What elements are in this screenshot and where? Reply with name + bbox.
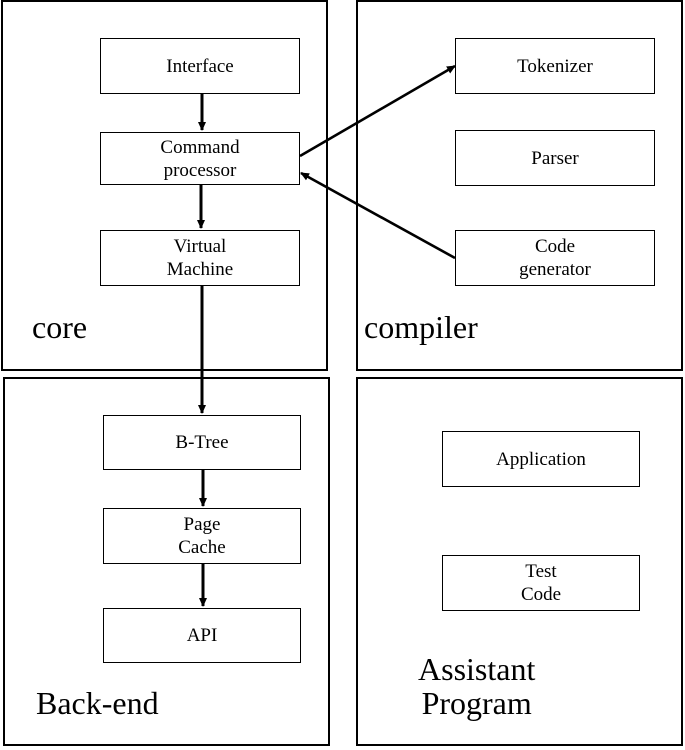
- arrow-codegen-to-command: [300, 171, 456, 260]
- parser-box: Parser: [455, 130, 655, 186]
- compiler-label: compiler: [364, 309, 478, 345]
- backend-label: Back-end: [36, 685, 159, 721]
- interface-box: Interface: [100, 38, 300, 94]
- application-box: Application: [442, 431, 640, 487]
- command-processor-box: Command processor: [100, 132, 300, 185]
- assistant-panel: [356, 377, 683, 746]
- tokenizer-box: Tokenizer: [455, 38, 655, 94]
- assistant-label: Assistant Program: [418, 651, 536, 721]
- virtual-machine-box: Virtual Machine: [100, 230, 300, 286]
- code-generator-box: Code generator: [455, 230, 655, 286]
- page-cache-box: Page Cache: [103, 508, 301, 564]
- api-box: API: [103, 608, 301, 663]
- arrow-command-to-tokenizer: [299, 64, 456, 158]
- core-panel: [1, 0, 328, 371]
- backend-panel: [3, 377, 330, 746]
- core-label: core: [32, 309, 88, 345]
- test-code-box: Test Code: [442, 555, 640, 611]
- compiler-panel: [356, 0, 683, 371]
- btree-box: B-Tree: [103, 415, 301, 470]
